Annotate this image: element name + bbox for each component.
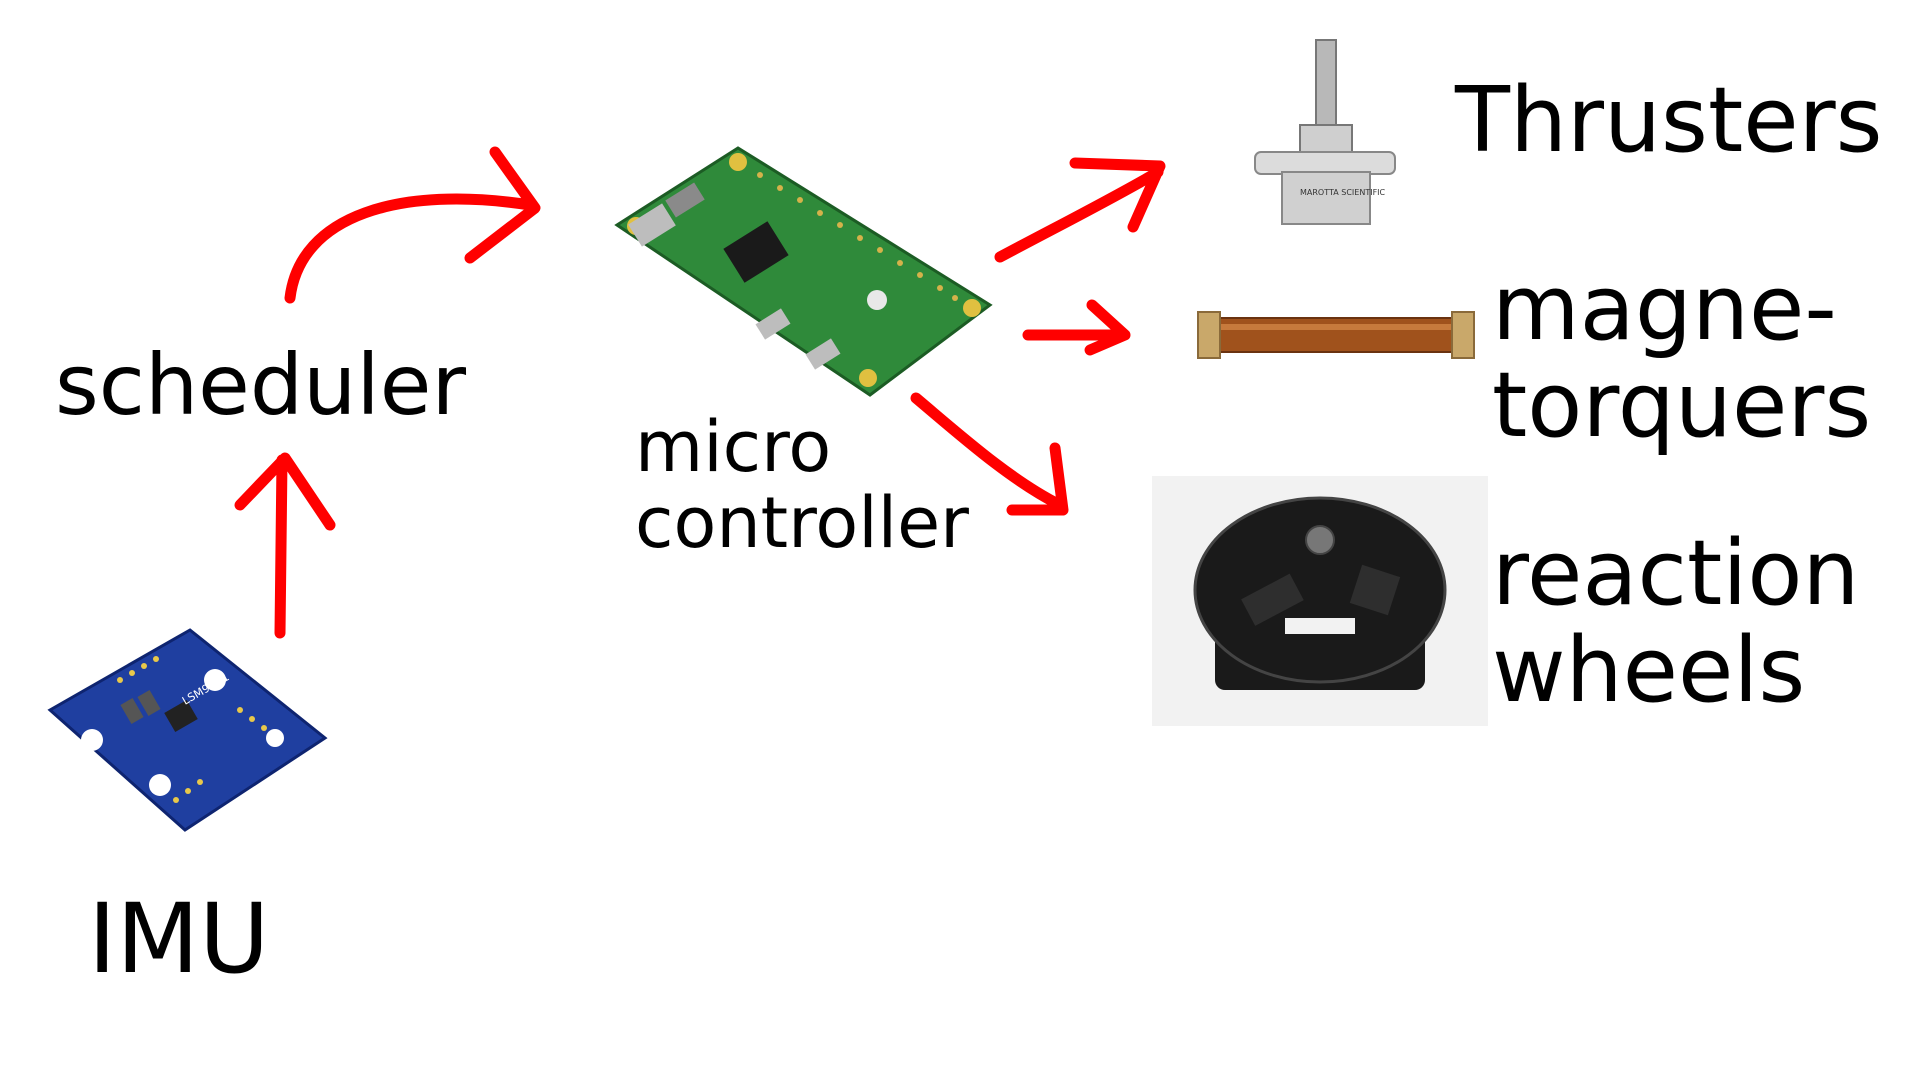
magnetorquers-label-line2: torquers [1492,353,1872,459]
microcontroller-label: micro controller [635,406,969,564]
magnetorquers-label: magne- torquers [1492,256,1872,459]
magnetorquer-image [1197,311,1475,359]
reaction-wheel-image [1152,476,1488,726]
imu-board-image: LSM9DS1 [47,628,328,832]
arrow-scheduler-to-microcontroller [284,146,541,304]
reaction-wheels-label: reaction wheels [1492,521,1860,724]
reaction-wheels-label-line1: reaction [1492,521,1860,626]
arrow-microcontroller-to-reaction-wheels [910,392,1069,516]
imu-label: IMU [88,883,270,995]
arrow-microcontroller-to-magnetorquers [1022,299,1131,356]
arrow-imu-to-scheduler [234,452,336,639]
thrusters-label: Thrusters [1455,68,1883,173]
reaction-wheels-label-line2: wheels [1492,618,1806,724]
thruster-marking: MAROTTA SCIENTIFIC [1300,188,1386,197]
microcontroller-label-line1: micro [635,406,832,488]
thruster-image: MAROTTA SCIENTIFIC [1254,39,1396,225]
microcontroller-label-line2: controller [635,481,969,564]
magnetorquers-label-line1: magne- [1492,256,1837,361]
scheduler-label: scheduler [55,336,466,434]
microcontroller-board-image [614,146,993,397]
arrow-microcontroller-to-thrusters [994,157,1166,263]
